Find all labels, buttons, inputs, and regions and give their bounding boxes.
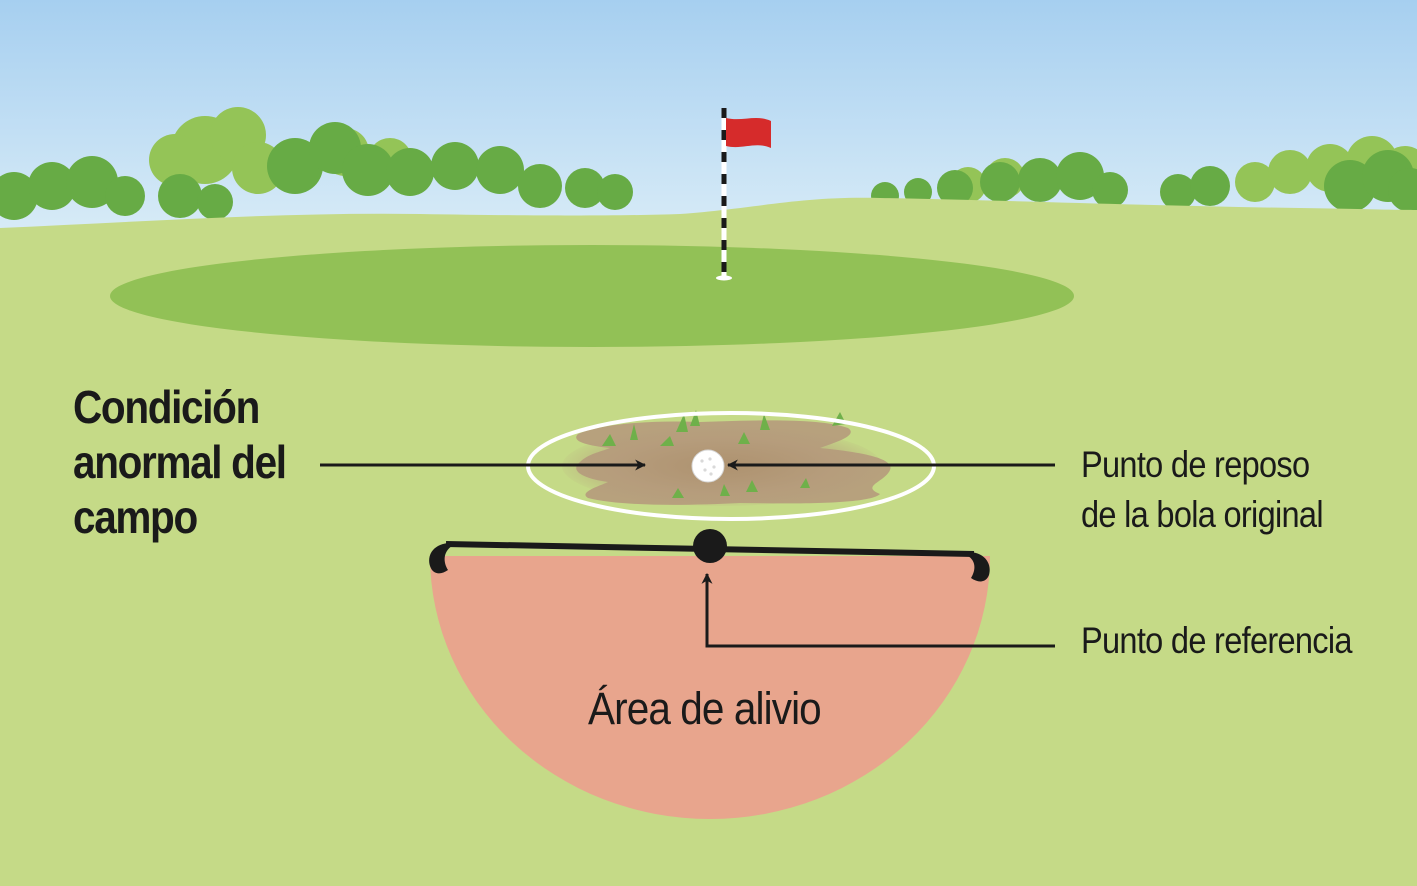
arrow-reference-point (701, 572, 1055, 648)
label-relief-area: Área de alivio (588, 683, 822, 734)
tree-line-front (0, 122, 1417, 220)
label-resting-point-line2: de la bola original (1081, 494, 1324, 535)
label-reference-point: Punto de referencia (1081, 620, 1353, 661)
reference-point-dot (693, 529, 727, 563)
golf-flag-icon (716, 108, 771, 281)
label-abnormal-condition-line1: Condición (73, 381, 260, 433)
label-resting-point: Punto de reposo de la bola original (1081, 440, 1324, 540)
golf-ball-icon (691, 449, 725, 483)
relief-area-zone (430, 556, 990, 819)
label-abnormal-condition: Condición anormal del campo (73, 380, 302, 545)
label-abnormal-condition-line2: anormal del (73, 436, 287, 488)
putting-green (110, 245, 1074, 347)
label-resting-point-line1: Punto de reposo (1081, 444, 1310, 485)
label-abnormal-condition-line3: campo (73, 491, 198, 543)
